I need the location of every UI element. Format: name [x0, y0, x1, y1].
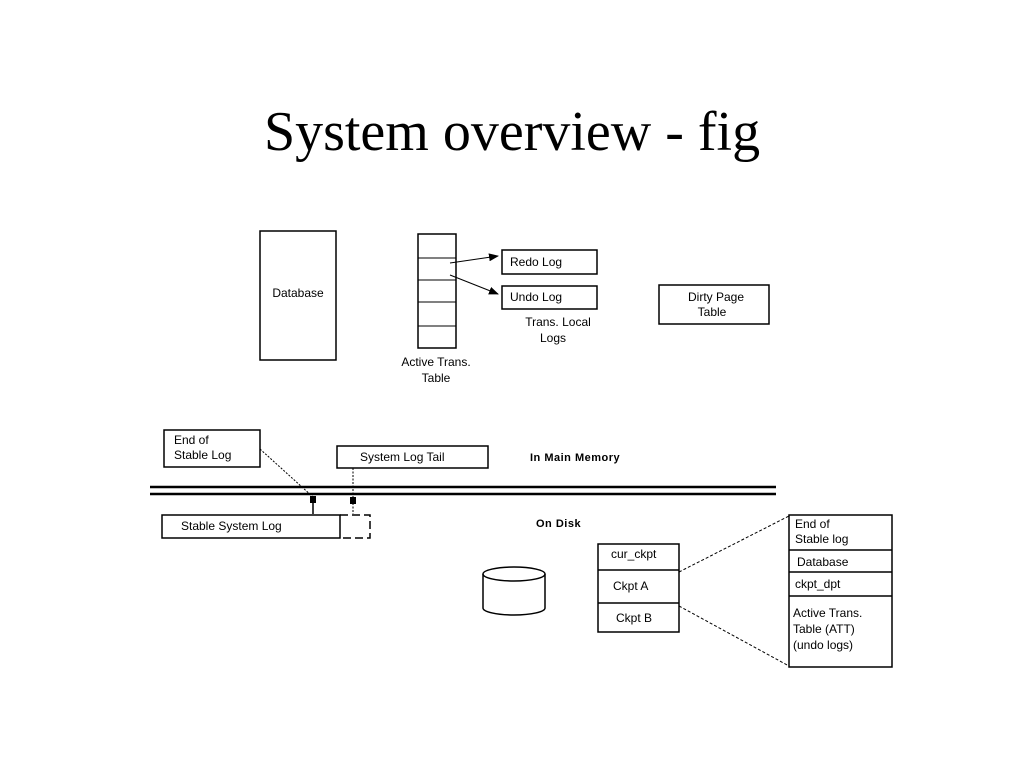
detail-database-label: Database — [797, 555, 849, 569]
ckpt-b-label: Ckpt B — [616, 611, 652, 625]
stable-system-log-label: Stable System Log — [181, 519, 282, 533]
cur-ckpt-label: cur_ckpt — [611, 547, 657, 561]
dirty-page-table-line2: Table — [698, 305, 727, 319]
database-label: Database — [272, 286, 324, 300]
dirty-page-table-line1: Dirty Page — [688, 290, 744, 304]
active-trans-table-label-line2: Table — [422, 371, 451, 385]
detail-att-line1: Active Trans. — [793, 606, 862, 620]
trans-local-logs-line2: Logs — [540, 331, 566, 345]
database-box: Database — [259, 230, 337, 361]
slide-title: System overview - fig — [263, 101, 761, 163]
detail-end-of-stable-log-line2: Stable log — [795, 532, 848, 546]
end-of-stable-log-line1: End of — [174, 433, 209, 447]
end-of-stable-log-box: End of Stable Log — [163, 429, 261, 468]
expand-line-top — [678, 515, 790, 573]
in-main-memory-label: In Main Memory — [530, 452, 621, 464]
expand-line-bottom — [678, 605, 790, 667]
disk-cylinder-icon — [482, 566, 546, 616]
redo-arrow — [449, 253, 499, 264]
end-of-stable-log-line2: Stable Log — [174, 448, 231, 462]
trans-local-logs-line1: Trans. Local — [525, 315, 591, 329]
redo-log-box: Redo Log — [501, 249, 598, 275]
redo-log-label: Redo Log — [510, 255, 562, 269]
system-log-tail-box: System Log Tail — [336, 445, 489, 469]
detail-att-line2: Table (ATT) — [793, 622, 855, 636]
ckpt-a-label: Ckpt A — [613, 579, 648, 593]
undo-log-label: Undo Log — [510, 290, 562, 304]
active-trans-table-label-line1: Active Trans. — [401, 355, 470, 369]
undo-log-box: Undo Log — [501, 285, 598, 310]
undo-arrow — [449, 274, 499, 295]
detail-att-line3: (undo logs) — [793, 638, 853, 652]
detail-end-of-stable-log-line1: End of — [795, 517, 830, 531]
end-of-log-pointer — [259, 448, 314, 498]
stable-system-log-box: Stable System Log — [161, 514, 371, 539]
checkpoint-detail-box: End of Stable log Database ckpt_dpt Acti… — [788, 514, 893, 668]
detail-ckpt-dpt-label: ckpt_dpt — [795, 577, 841, 591]
dirty-page-table-box: Dirty Page Table — [658, 284, 770, 325]
active-trans-table: Active Trans. Table — [401, 233, 471, 385]
system-log-tail-label: System Log Tail — [360, 450, 445, 464]
on-disk-label: On Disk — [536, 518, 581, 530]
checkpoint-slots: cur_ckpt Ckpt A Ckpt B — [597, 543, 680, 633]
